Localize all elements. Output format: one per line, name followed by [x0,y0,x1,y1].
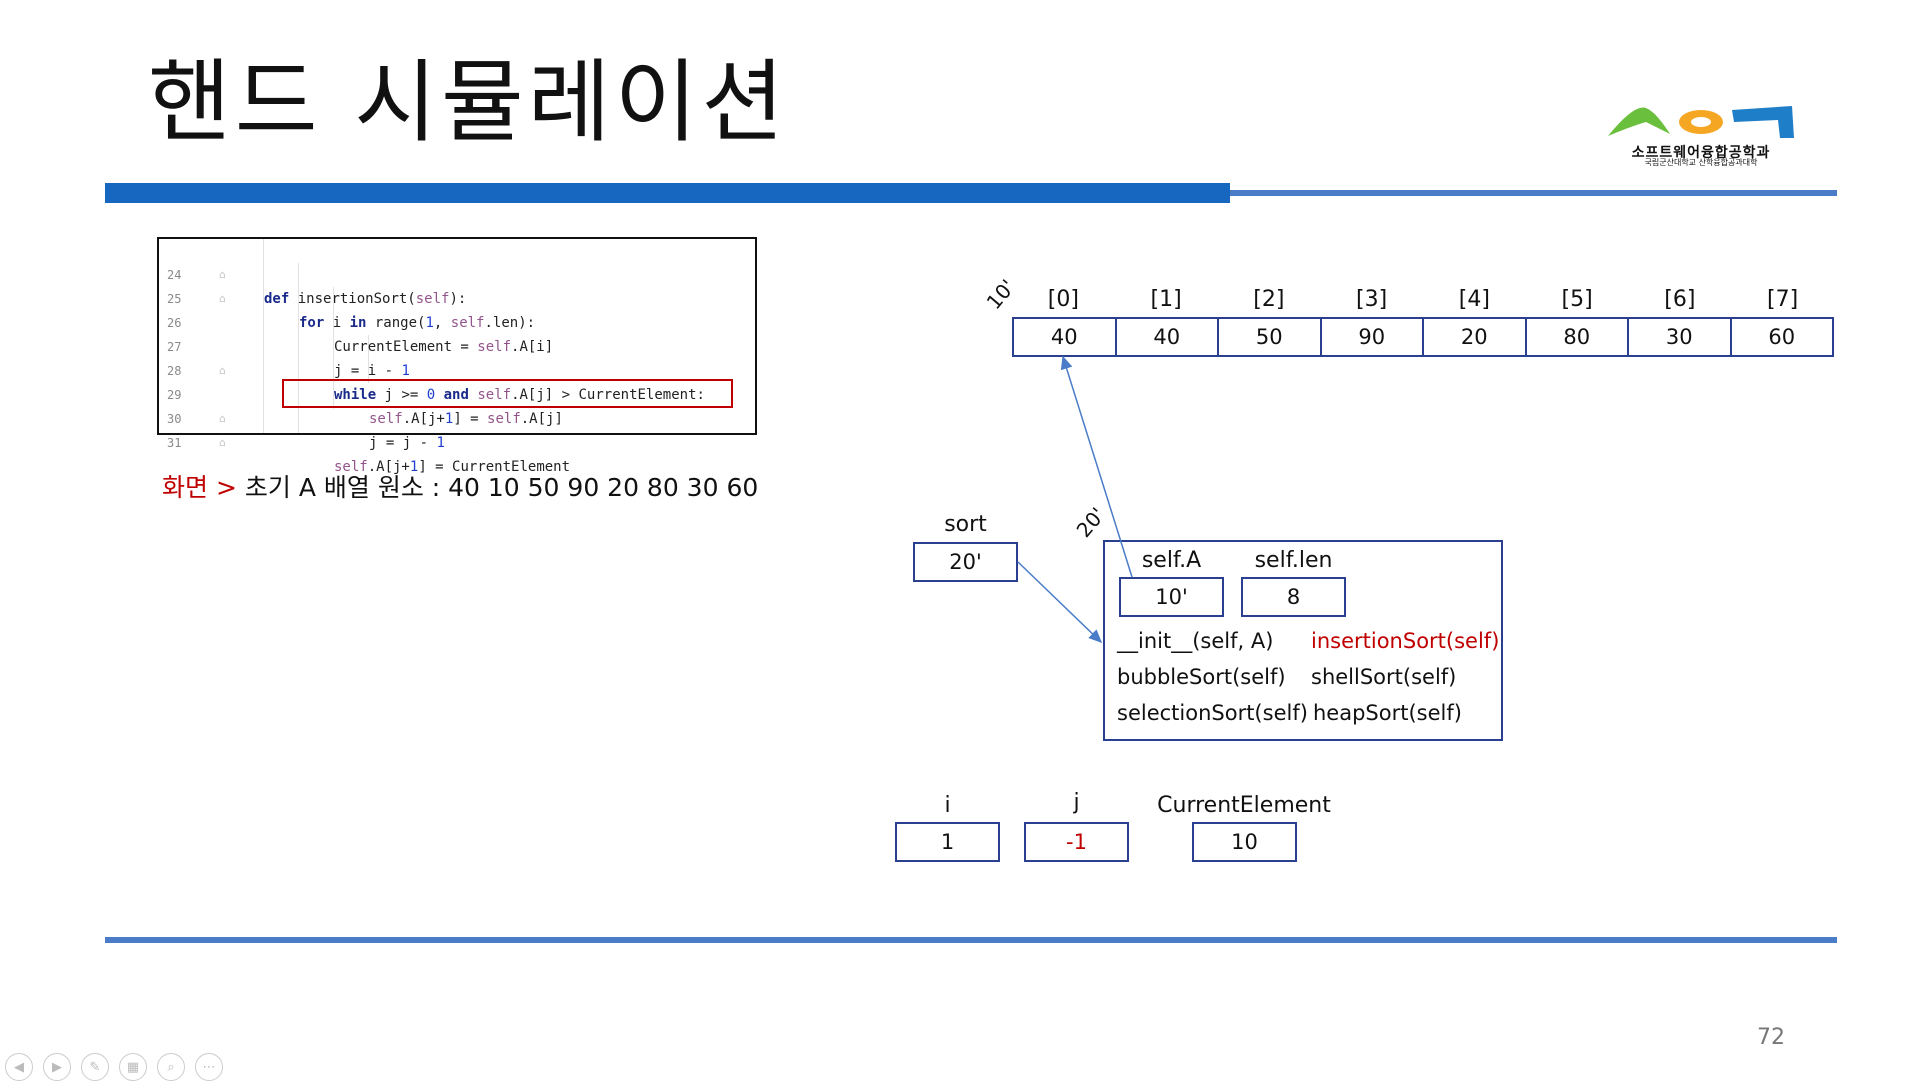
array-cell: 60 [1768,325,1796,349]
arrow-self-a-to-array [1060,355,1133,578]
code-panel: 24⌂ def insertionSort(self): 25⌂ for i i… [157,237,757,475]
method-insertion-sort: insertionSort(self) [1311,629,1500,653]
method-heap-sort: heapSort(self) [1313,701,1462,725]
pen-icon[interactable]: ✎ [81,1053,109,1081]
sort-object: self.A self.len 10' 8 __init__(self, A) … [1103,540,1503,741]
method-init: __init__(self, A) [1117,629,1274,653]
field-self-a-box: 10' [1119,577,1224,617]
footer-bar [105,937,1837,943]
output-caption: 화면 > 초기 A 배열 원소 : 40 10 50 90 20 80 30 6… [162,468,758,504]
array-index: [0] [1047,287,1079,312]
array-cell: 40 [1014,319,1117,355]
department-logo [1608,106,1794,138]
var-i-box: 1 [895,822,1000,862]
zoom-icon[interactable]: ⌕ [157,1053,185,1081]
header-accent-bar [105,183,1230,203]
var-j-label: j [1073,790,1080,815]
array-index: [3] [1356,287,1388,312]
array-cell: 80 [1527,319,1629,355]
array-index: [1] [1150,287,1182,312]
method-shell-sort: shellSort(self) [1311,665,1457,689]
var-i-label: i [944,793,951,818]
caption-arrow: > [215,473,237,502]
array-index: [7] [1767,287,1799,312]
caption-text: 초기 A 배열 원소 : 40 10 50 90 20 80 30 60 [244,473,759,502]
array-index: [5] [1561,287,1593,312]
array-index: [4] [1458,287,1490,312]
code-line-25: 25⌂ for i in range(1, self.len): [167,292,536,331]
code-line-27: 27 j = i - 1 [167,340,410,379]
array-cell: 30 [1629,319,1732,355]
logo-text-department: 소프트웨어융합공학과 [1631,145,1771,161]
header-thin-bar [1230,190,1837,196]
array-index: [2] [1253,287,1285,312]
array-index: [6] [1664,287,1696,312]
slides-icon[interactable]: ▦ [119,1053,147,1081]
code-line-28: 28⌂ while j >= 0 and self.A[j] > Current… [167,364,705,403]
current-line-highlight [282,379,733,408]
code-line-31: 31⌂ self.A[j+1] = CurrentElement [167,436,571,475]
slide-title: 핸드 시뮬레이션 [148,50,789,155]
array-cell: 90 [1322,319,1424,355]
prev-icon[interactable]: ◀ [5,1053,33,1081]
array-indices: [0] [1] [2] [3] [4] [5] [6] [7] [1012,287,1834,312]
array-a: 40 40 50 90 20 80 30 60 [1012,317,1834,357]
sort-var-box: 20' [913,542,1018,582]
code-line-29: 29 self.A[j+1] = self.A[j] [167,388,563,427]
sort-var-label: sort [944,512,987,537]
array-cell: 50 [1219,319,1322,355]
var-current-label: CurrentElement [1157,793,1331,818]
more-icon[interactable]: ⋯ [195,1053,223,1081]
var-j-box: -1 [1024,822,1129,862]
method-bubble-sort: bubbleSort(self) [1117,665,1286,689]
logo-text-university: 국립군산대학교 산학융합공과대학 [1644,158,1758,167]
page-number: 72 [1757,1025,1785,1050]
code-line-26: 26 CurrentElement = self.A[i] [167,316,554,355]
field-self-len-box: 8 [1241,577,1346,617]
field-label-self-len: self.len [1254,548,1333,573]
next-icon[interactable]: ▶ [43,1053,71,1081]
array-cell: 40 [1117,319,1219,355]
method-selection-sort: selectionSort(self) [1117,701,1308,725]
var-current-box: 10 [1192,822,1297,862]
arrow-sort-to-object [1017,561,1103,644]
caption-label: 화면 [162,473,209,502]
code-line-24: 24⌂ def insertionSort(self): [167,268,467,307]
array-cell: 20 [1424,319,1527,355]
code-line-30: 30⌂ j = j - 1 [167,412,445,451]
field-label-self-a: self.A [1141,548,1202,573]
